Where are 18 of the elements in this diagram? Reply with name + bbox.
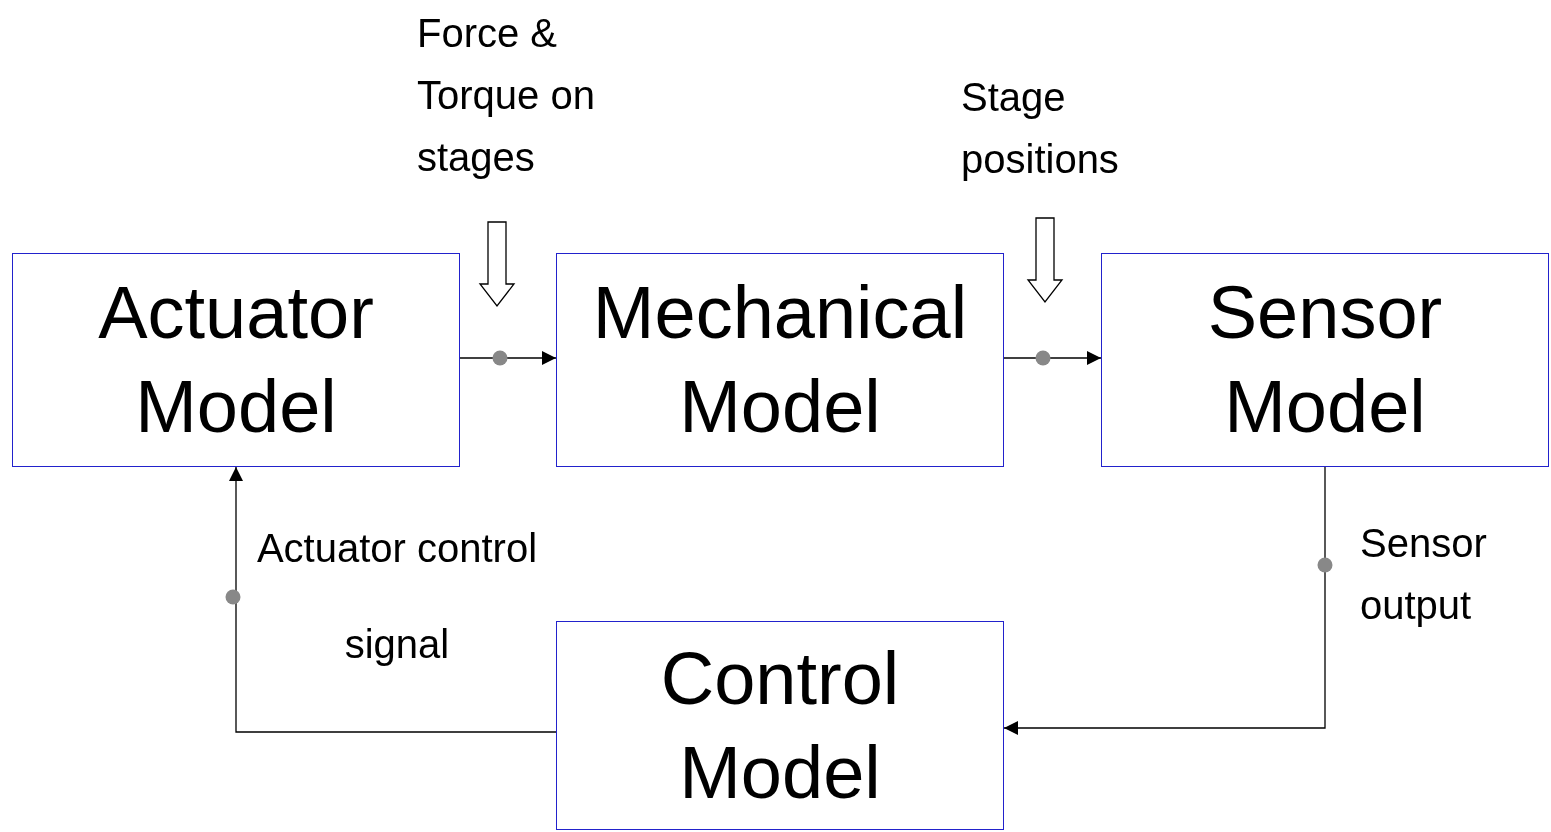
model-box (556, 253, 1004, 467)
edge-label: Stage positions (961, 74, 1120, 183)
arrow (1003, 466, 1333, 735)
arrow (459, 350, 557, 366)
box-label: Actuator Model (97, 270, 375, 450)
edge-label: Actuator control signal (255, 525, 539, 668)
arrow (225, 466, 557, 733)
model-box (556, 621, 1004, 830)
box-label: Control Model (659, 635, 901, 816)
box-label: Sensor Model (1206, 270, 1444, 450)
model-box (12, 253, 460, 467)
pointer-arrow (478, 221, 516, 308)
arrow (1003, 350, 1102, 366)
edge-label: Sensor output (1360, 520, 1488, 629)
box-label: Mechanical Model (591, 270, 969, 450)
edge-label: Force & Torque on stages (417, 10, 596, 181)
model-box (1101, 253, 1549, 467)
pointer-arrow (1026, 217, 1064, 304)
